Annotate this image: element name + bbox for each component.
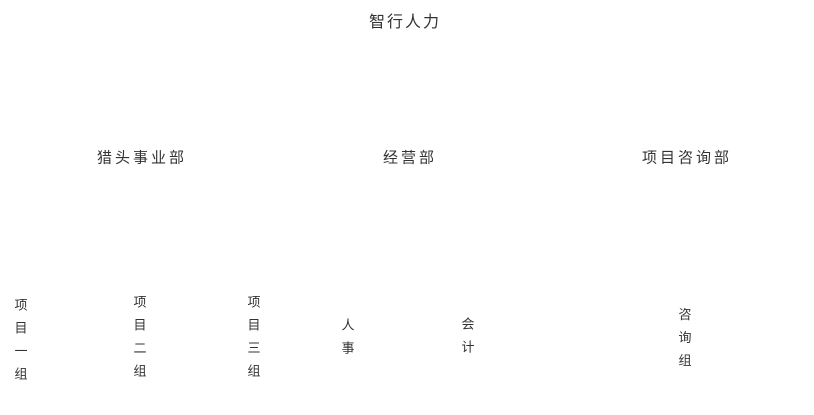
- org-node-group-project-3[interactable]: 项目三组: [245, 295, 261, 387]
- org-node-group-project-1[interactable]: 项目一组: [12, 298, 28, 390]
- org-node-group-accounting[interactable]: 会计: [459, 317, 475, 363]
- org-node-dept-project-consulting[interactable]: 项目咨询部: [641, 149, 733, 167]
- org-node-group-consulting[interactable]: 咨询组: [676, 307, 692, 377]
- org-node-group-project-2[interactable]: 项目二组: [131, 295, 147, 387]
- org-node-dept-operations[interactable]: 经营部: [382, 149, 438, 167]
- org-node-group-hr[interactable]: 人事: [339, 318, 355, 364]
- org-node-root[interactable]: 智行人力: [368, 14, 442, 31]
- org-node-dept-headhunting[interactable]: 猎头事业部: [96, 149, 188, 167]
